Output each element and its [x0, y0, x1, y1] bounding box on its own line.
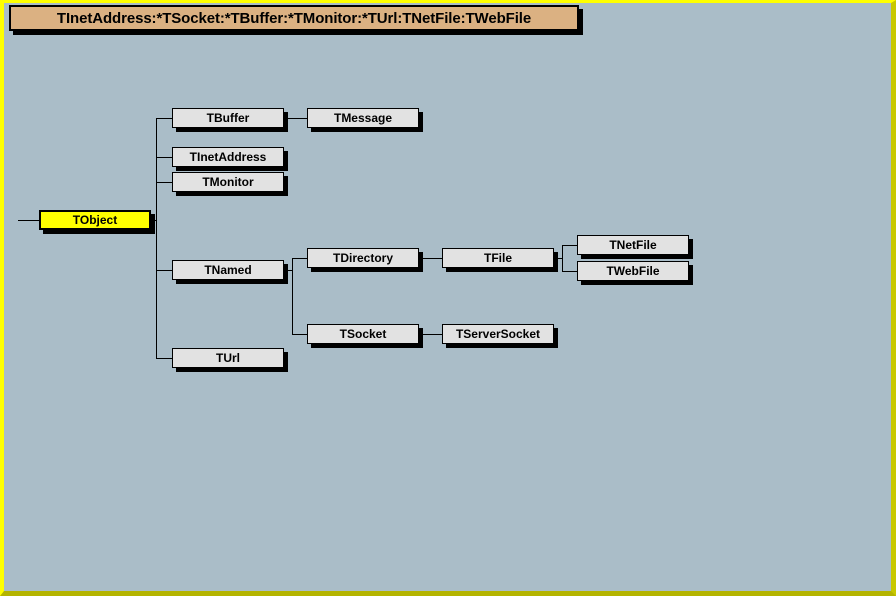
- class-node-tdirectory[interactable]: TDirectory: [307, 248, 419, 268]
- class-node-tnamed[interactable]: TNamed: [172, 260, 284, 280]
- edge-tbuffer-to-tmessage: [285, 118, 308, 119]
- class-node-tmessage[interactable]: TMessage: [307, 108, 419, 128]
- class-node-label: TObject: [72, 213, 118, 227]
- class-node-label: TFile: [483, 251, 512, 265]
- edge-tobject-trunk: [151, 220, 157, 221]
- class-node-label: TNetFile: [609, 238, 657, 252]
- edge-tobject-spine: [156, 118, 157, 358]
- diagram-title-bar: TInetAddress:*TSocket:*TBuffer:*TMonitor…: [9, 5, 579, 31]
- edge-tnamed-to-tdirectory: [292, 258, 308, 259]
- class-node-tobject[interactable]: TObject: [39, 210, 151, 230]
- edge-tnamed-trunk: [285, 270, 293, 271]
- class-node-label: TWebFile: [606, 264, 660, 278]
- class-node-tinetaddress[interactable]: TInetAddress: [172, 147, 284, 167]
- class-node-label: TDirectory: [332, 251, 394, 265]
- edge-tobject-to-turl: [156, 358, 173, 359]
- class-node-turl[interactable]: TUrl: [172, 348, 284, 368]
- class-node-label: TInetAddress: [189, 150, 267, 164]
- class-node-label: TSocket: [339, 327, 387, 341]
- class-node-tnetfile[interactable]: TNetFile: [577, 235, 689, 255]
- edge-tobject-to-tinetaddress: [156, 157, 173, 158]
- page-title: TInetAddress:*TSocket:*TBuffer:*TMonitor…: [56, 9, 532, 27]
- class-node-label: TServerSocket: [455, 327, 541, 341]
- class-node-tserversocket[interactable]: TServerSocket: [442, 324, 554, 344]
- edge-tobject-to-tmonitor: [156, 182, 173, 183]
- edge-tfile-to-twebfile: [562, 271, 578, 272]
- edge-tfile-spine: [562, 245, 563, 272]
- class-node-label: TNamed: [204, 263, 252, 277]
- edge-tnamed-to-tsocket: [292, 334, 308, 335]
- class-node-tfile[interactable]: TFile: [442, 248, 554, 268]
- class-node-label: TUrl: [216, 351, 240, 365]
- class-node-tsocket[interactable]: TSocket: [307, 324, 419, 344]
- class-node-tmonitor[interactable]: TMonitor: [172, 172, 284, 192]
- class-node-label: TMessage: [333, 111, 393, 125]
- edge-stub-to-tobject: [18, 220, 39, 221]
- class-node-label: TBuffer: [206, 111, 250, 125]
- class-node-twebfile[interactable]: TWebFile: [577, 261, 689, 281]
- class-node-label: TMonitor: [202, 175, 254, 189]
- edge-tobject-to-tnamed: [156, 270, 173, 271]
- edge-tfile-to-tnetfile: [562, 245, 578, 246]
- edge-tobject-to-tbuffer: [156, 118, 173, 119]
- edge-tnamed-spine: [292, 258, 293, 335]
- edge-tdirectory-to-tfile: [420, 258, 443, 259]
- class-node-tbuffer[interactable]: TBuffer: [172, 108, 284, 128]
- edge-tsocket-to-tserversocket: [420, 334, 443, 335]
- edge-tfile-trunk: [555, 258, 563, 259]
